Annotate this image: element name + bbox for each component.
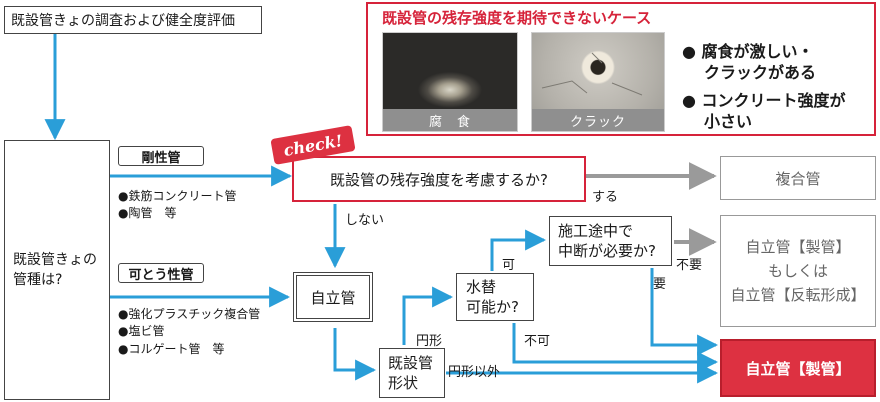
water-diversion-question: 水替 可能か? — [456, 273, 534, 321]
existing-pipe-shape-box: 既設管 形状 — [379, 348, 445, 398]
survey-box: 既設管きょの調査および健全度評価 — [4, 6, 262, 34]
flexible-pipe-item-1: ●強化プラスチック複合管 — [118, 307, 261, 321]
label-needed: 要 — [653, 277, 667, 292]
label-non-circular: 円形以外 — [448, 365, 501, 380]
flexible-pipe-item-2: ●塩ビ管 — [118, 324, 165, 338]
label-impossible: 不可 — [524, 334, 551, 349]
label-no: しない — [345, 213, 385, 228]
interrupt-question: 施工途中で 中断が必要か? — [549, 216, 672, 266]
callout-bullet-1-line2: クラックがある — [704, 63, 817, 82]
arrow-possible-to-interrupt — [490, 229, 547, 271]
result-options-box: 自立管【製管】 もしくは 自立管【反転形成】 — [720, 215, 876, 327]
crack-lines — [541, 52, 643, 96]
arrow-selfstanding-down-to-shape — [333, 328, 377, 381]
crack-photo: クラック — [531, 32, 665, 132]
label-circular: 円形 — [416, 334, 443, 349]
arrow-impossible-to-final — [512, 323, 719, 373]
callout-bullet-2-line1: ● コンクリート強度が — [682, 91, 846, 110]
result-options-line3: 自立管【反転形成】 — [730, 286, 866, 304]
rigid-pipe-tag: 剛性管 — [118, 146, 204, 166]
flexible-pipe-item-3: ●コルゲート管 等 — [118, 342, 225, 356]
corrosion-caption: 腐 食 — [383, 109, 517, 131]
corrosion-photo: 腐 食 — [382, 32, 518, 132]
pipe-kind-line1: 既設管きょの — [13, 252, 97, 268]
arrow-needed-to-final — [650, 268, 719, 356]
callout-bullet-1-line1: ● 腐食が激しい・ — [682, 42, 814, 61]
final-result-box: 自立管【製管】 — [720, 339, 876, 397]
survey-title: 既設管きょの調査および健全度評価 — [11, 13, 235, 29]
residual-strength-question: 既設管の残存強度を考慮するか? — [292, 156, 586, 202]
callout-bullet-2-line2: 小さい — [704, 112, 753, 131]
composite-pipe-box: 複合管 — [720, 156, 876, 200]
rigid-pipe-item-2: ●陶管 等 — [118, 206, 177, 220]
crack-caption: クラック — [532, 109, 664, 131]
result-options-line2: もしくは — [767, 262, 828, 280]
rigid-pipe-item-1: ●鉄筋コンクリート管 — [118, 189, 237, 203]
result-options-line1: 自立管【製管】 — [745, 238, 851, 256]
label-yes: する — [592, 190, 619, 205]
label-not-needed: 不要 — [676, 258, 703, 273]
self-standing-box: 自立管 — [293, 272, 373, 322]
arrow-circular-to-replace — [402, 286, 454, 345]
pipe-kind-line2: 管種は? — [13, 272, 63, 288]
label-possible: 可 — [502, 258, 516, 273]
callout-title: 既設管の残存強度を期待できないケース — [382, 9, 652, 27]
flexible-pipe-tag: 可とう性管 — [118, 263, 204, 283]
pipe-kind-box: 既設管きょの 管種は? — [4, 140, 110, 400]
weak-strength-callout: 既設管の残存強度を期待できないケース 腐 食 クラック ● 腐食が激しい・ クラ… — [366, 2, 876, 136]
